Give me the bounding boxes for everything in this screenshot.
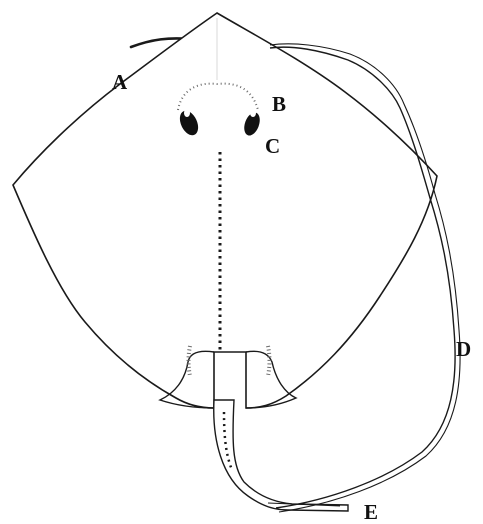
tail xyxy=(214,400,348,511)
label-b: B xyxy=(272,94,286,115)
label-e: E xyxy=(364,502,378,523)
label-a: A xyxy=(112,72,127,93)
label-c: C xyxy=(265,136,280,157)
label-d: D xyxy=(456,339,471,360)
body-disc-outline xyxy=(13,13,437,408)
